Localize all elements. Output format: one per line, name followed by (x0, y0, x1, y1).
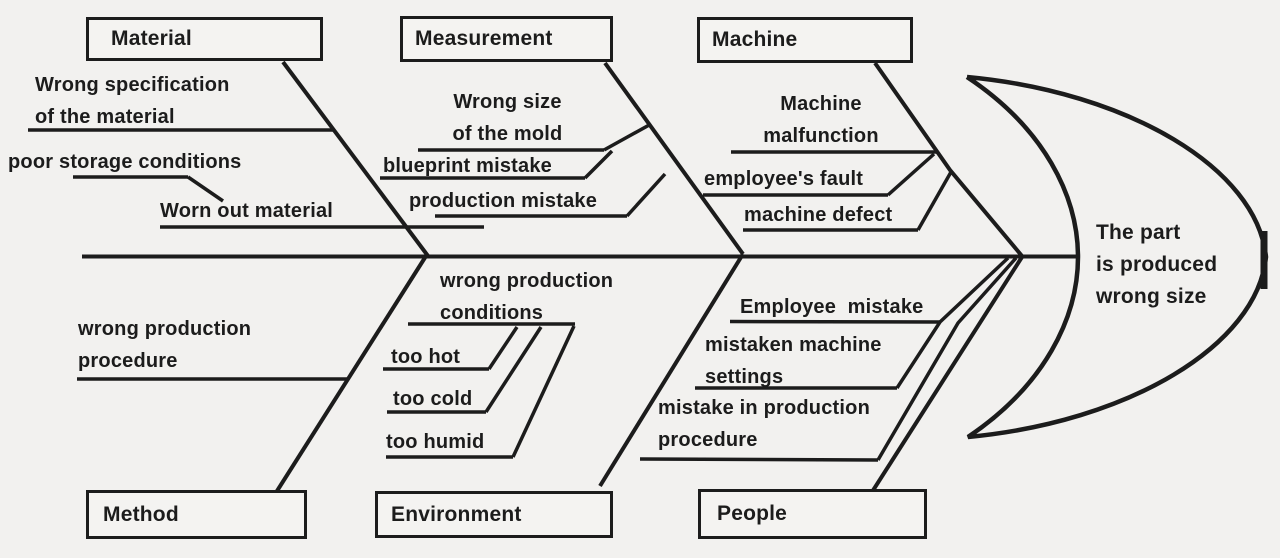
too-cold-slash (484, 326, 543, 413)
too-humid-slash (511, 325, 576, 458)
people-bone (870, 255, 1024, 494)
production-procedure-slash (876, 256, 1018, 461)
category-box-machine: Machine (697, 17, 913, 63)
machine-settings-slash (895, 256, 1010, 389)
category-box-people: People (698, 489, 927, 539)
cause-label-machine-malfunction: Machine malfunction (763, 93, 879, 147)
category-label-method: Method (103, 502, 179, 526)
category-box-method: Method (86, 490, 307, 539)
cause-label-mistake-production-procedure: mistake in production procedure (658, 397, 871, 451)
category-label-measurement: Measurement (415, 27, 553, 50)
cause-label-employees-fault: employee's fault (704, 168, 864, 190)
machine-bone (873, 61, 1024, 258)
cause-label-machine-settings: mistaken machine settings (705, 334, 882, 388)
category-box-measurement: Measurement (400, 16, 613, 62)
poor-storage-slash (187, 175, 224, 203)
material-bone (281, 60, 430, 258)
cause-label-too-cold: too cold (393, 388, 473, 410)
environment-bone (598, 252, 745, 488)
cause-label-wrong-procedure: wrong production procedure (78, 318, 252, 372)
cause-label-blueprint-mistake: blueprint mistake (383, 155, 552, 177)
employees-fault-slash (886, 152, 936, 197)
employee-mistake-underline (729, 319, 941, 324)
category-box-environment: Environment (375, 491, 613, 538)
cause-label-poor-storage: poor storage conditions (8, 151, 242, 173)
category-label-material: Material (111, 27, 192, 50)
cause-label-wrong-size-mold: Wrong size of the mold (452, 91, 563, 145)
wrong-size-mold-connector (603, 122, 652, 152)
machine-defect-slash (916, 171, 953, 231)
cause-label-too-hot: too hot (391, 346, 461, 368)
cause-label-employee-mistake: Employee mistake (740, 296, 924, 318)
cause-label-worn-out-material: Worn out material (160, 200, 334, 222)
category-label-people: People (717, 502, 788, 525)
method-bone (275, 254, 428, 493)
too-hot-slash (487, 326, 519, 370)
category-box-material: Material (86, 17, 323, 61)
category-label-machine: Machine (712, 28, 798, 51)
cause-label-wrong-conditions: wrong production conditions (440, 270, 614, 324)
measurement-bone (603, 61, 745, 256)
cause-label-too-humid: too humid (386, 431, 485, 453)
cause-label-machine-defect: machine defect (744, 204, 893, 226)
blueprint-mistake-slash (583, 149, 614, 180)
cause-label-production-mistake: production mistake (409, 190, 598, 212)
production-mistake-slash (625, 172, 667, 218)
fish-head-shape (965, 74, 1269, 440)
effect-label: The part is produced wrong size (1096, 221, 1218, 308)
production-procedure-underline (639, 457, 879, 462)
category-label-environment: Environment (391, 502, 522, 526)
cause-label-wrong-specification: Wrong specification of the material (35, 74, 230, 128)
